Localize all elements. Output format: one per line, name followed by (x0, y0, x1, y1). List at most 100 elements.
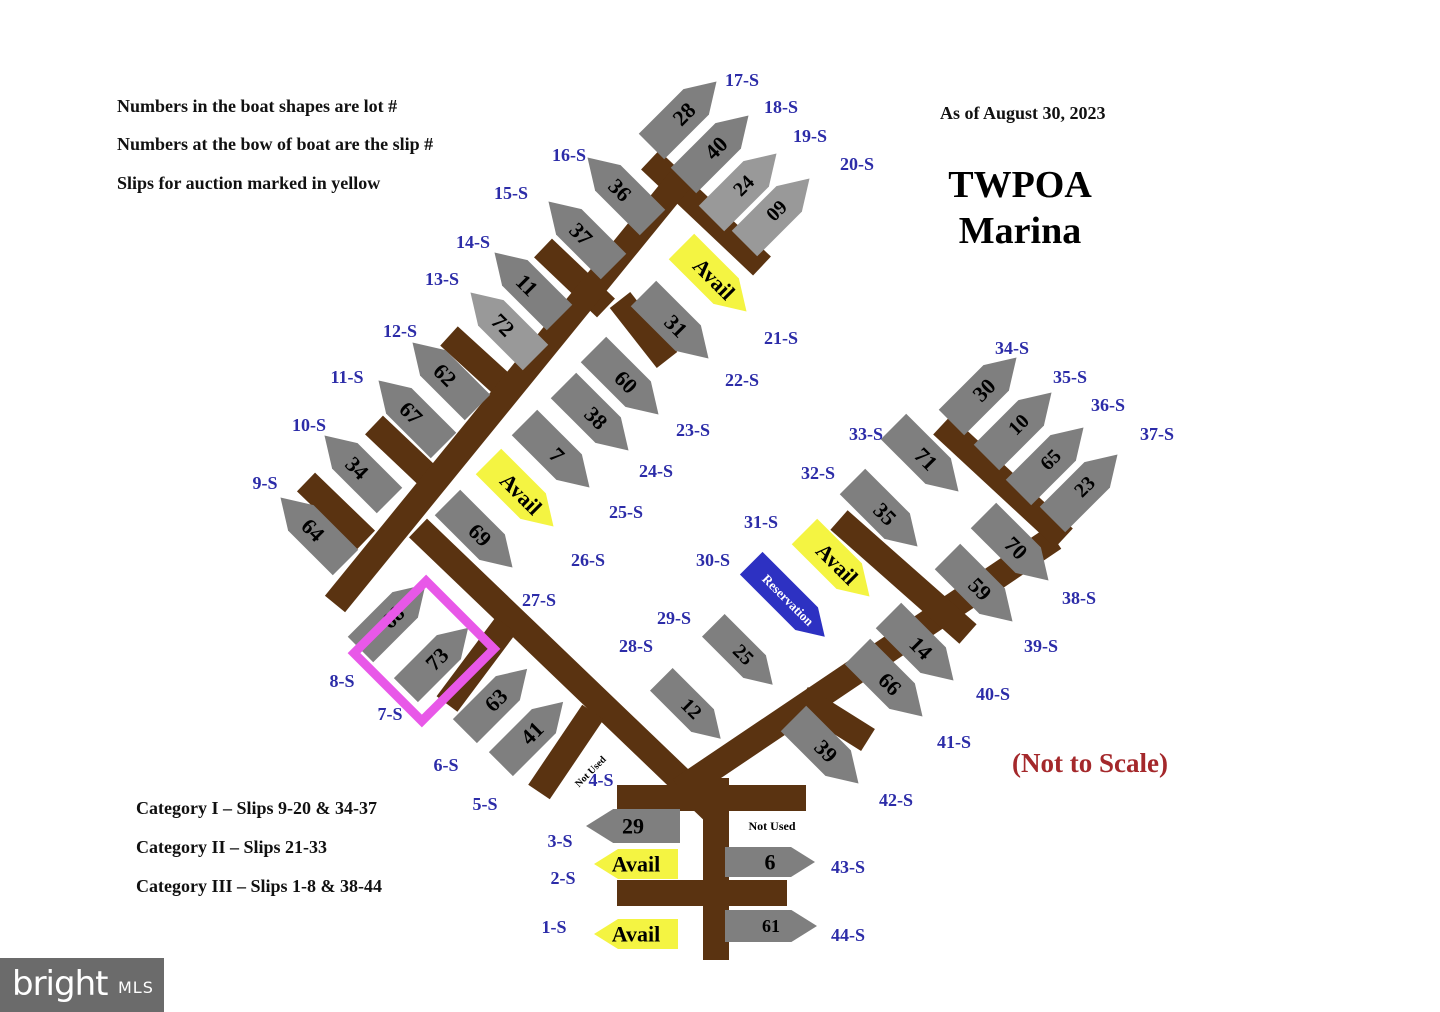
boat-slip-24-s: 38 (550, 372, 629, 451)
boat-shape-16-s (587, 157, 666, 236)
lot-label-2-s: Avail (612, 852, 660, 877)
boat-shape-5-s (488, 701, 564, 777)
boat-slip-7-s: 73 (393, 627, 469, 703)
boat-shape-43-s (725, 847, 815, 877)
slip-label-40-s: 40-S (976, 684, 1010, 704)
watermark-brand: bright (12, 964, 108, 1004)
dock-14 (794, 686, 875, 752)
slip-labels: 1-S2-S3-S4-S5-S6-S7-S8-S9-S10-S11-S12-S1… (252, 70, 1174, 945)
boat-shape-32-s (839, 468, 918, 547)
lot-label-43-s: 6 (765, 850, 776, 875)
dock-12 (933, 415, 1073, 548)
dock-3 (440, 326, 515, 398)
slip-label-36-s: 36-S (1091, 395, 1125, 415)
boat-slip-23-s: 60 (580, 336, 659, 415)
boat-slip-3-s: 29 (586, 809, 680, 843)
boat-shape-34-s (938, 357, 1017, 436)
boat-shape-37-s (1039, 454, 1118, 533)
boat-shape-22-s (630, 280, 709, 359)
page-title: TWPOA Marina (940, 162, 1100, 254)
slip-label-35-s: 35-S (1053, 367, 1087, 387)
boat-slip-34-s: 30 (938, 357, 1017, 436)
legend-note-auction: Slips for auction marked in yellow (117, 173, 381, 193)
boat-slip-42-s: 39 (780, 705, 859, 784)
as-of-date: As of August 30, 2023 (940, 103, 1106, 123)
slip-label-31-s: 31-S (744, 512, 778, 532)
boat-slip-40-s: 14 (875, 602, 954, 681)
slip-label-44-s: 44-S (831, 925, 865, 945)
boat-shape-3-s (586, 809, 680, 843)
highlight-box (347, 574, 501, 728)
slip-label-11-s: 11-S (330, 367, 363, 387)
watermark-logo: bright MLS (0, 958, 164, 1012)
boat-shape-38-s (970, 502, 1049, 581)
slip-label-12-s: 12-S (383, 321, 417, 341)
slip-label-20-s: 20-S (840, 154, 874, 174)
slip-label-32-s: 32-S (801, 463, 835, 483)
boat-shape-6-s (452, 668, 528, 744)
slip-label-14-s: 14-S (456, 232, 490, 252)
boat-shape-11-s (378, 380, 457, 459)
title-line-2: Marina (958, 210, 1082, 252)
boat-slip-22-s: 31 (630, 280, 709, 359)
boat-shape-7-s (393, 627, 469, 703)
boat-slip-35-s: 10 (973, 392, 1052, 471)
slip-label-28-s: 28-S (619, 636, 653, 656)
slip-label-26-s: 26-S (571, 550, 605, 570)
boat-shape-1-s (594, 919, 678, 949)
boat-shape-15-s (548, 201, 627, 280)
boat-slip-17-s: 28 (638, 81, 717, 160)
slip-label-43-s: 43-S (831, 857, 865, 877)
boat-shape-9-s (280, 497, 359, 576)
slip-label-33-s: 33-S (849, 424, 883, 444)
not-used-label-main: Not Used (749, 819, 796, 833)
slip-label-29-s: 29-S (657, 608, 691, 628)
slip-label-24-s: 24-S (639, 461, 673, 481)
category-3: Category III – Slips 1-8 & 38-44 (136, 876, 382, 896)
dock-10 (528, 704, 604, 800)
slip-label-16-s: 16-S (552, 145, 586, 165)
not-to-scale-note: (Not to Scale) (1012, 748, 1168, 778)
boat-slip-10-s: 34 (324, 435, 403, 514)
boat-shape-39-s (934, 543, 1013, 622)
slip-label-17-s: 17-S (725, 70, 759, 90)
boat-slip-6-s: 63 (452, 668, 528, 744)
boat-shape-19-s (698, 153, 777, 232)
slip-label-8-s: 8-S (329, 671, 354, 691)
dock-8 (409, 518, 721, 820)
boat-shape-21-s (668, 233, 747, 312)
boat-slip-1-s: Avail (594, 919, 678, 949)
slip-label-7-s: 7-S (377, 704, 402, 724)
slip-label-2-s: 2-S (550, 868, 575, 888)
slip-label-22-s: 22-S (725, 370, 759, 390)
boat-slip-14-s: 11 (494, 252, 573, 331)
boat-slip-38-s: 70 (970, 502, 1049, 581)
boat-slip-25-s: 7 (511, 409, 590, 488)
slip-label-9-s: 9-S (252, 473, 277, 493)
boat-shape-41-s (844, 638, 923, 717)
boat-slip-28-s: 12 (649, 667, 721, 739)
slip-label-1-s: 1-S (541, 917, 566, 937)
slip-label-5-s: 5-S (472, 794, 497, 814)
category-1: Category I – Slips 9-20 & 34-37 (136, 798, 377, 818)
slip-label-37-s: 37-S (1140, 424, 1174, 444)
boat-slip-9-s: 64 (280, 497, 359, 576)
slip-label-18-s: 18-S (764, 97, 798, 117)
boat-shape-29-s (701, 613, 773, 685)
boat-slip-18-s: 40 (670, 115, 749, 194)
slip-label-15-s: 15-S (494, 183, 528, 203)
slip-label-41-s: 41-S (937, 732, 971, 752)
boat-slip-19-s: 24 (698, 153, 777, 232)
legend-note-slip: Numbers at the bow of boat are the slip … (117, 134, 434, 154)
slip-label-27-s: 27-S (522, 590, 556, 610)
boat-shape-14-s (494, 252, 573, 331)
boat-shape-28-s (649, 667, 721, 739)
boat-slip-32-s: 35 (839, 468, 918, 547)
boat-slip-44-s: 61 (725, 910, 817, 942)
boat-slip-11-s: 67 (378, 380, 457, 459)
slip-label-4-s: 4-S (588, 770, 613, 790)
slip-label-34-s: 34-S (995, 338, 1029, 358)
slip-label-13-s: 13-S (425, 269, 459, 289)
boat-slip-29-s: 25 (701, 613, 773, 685)
